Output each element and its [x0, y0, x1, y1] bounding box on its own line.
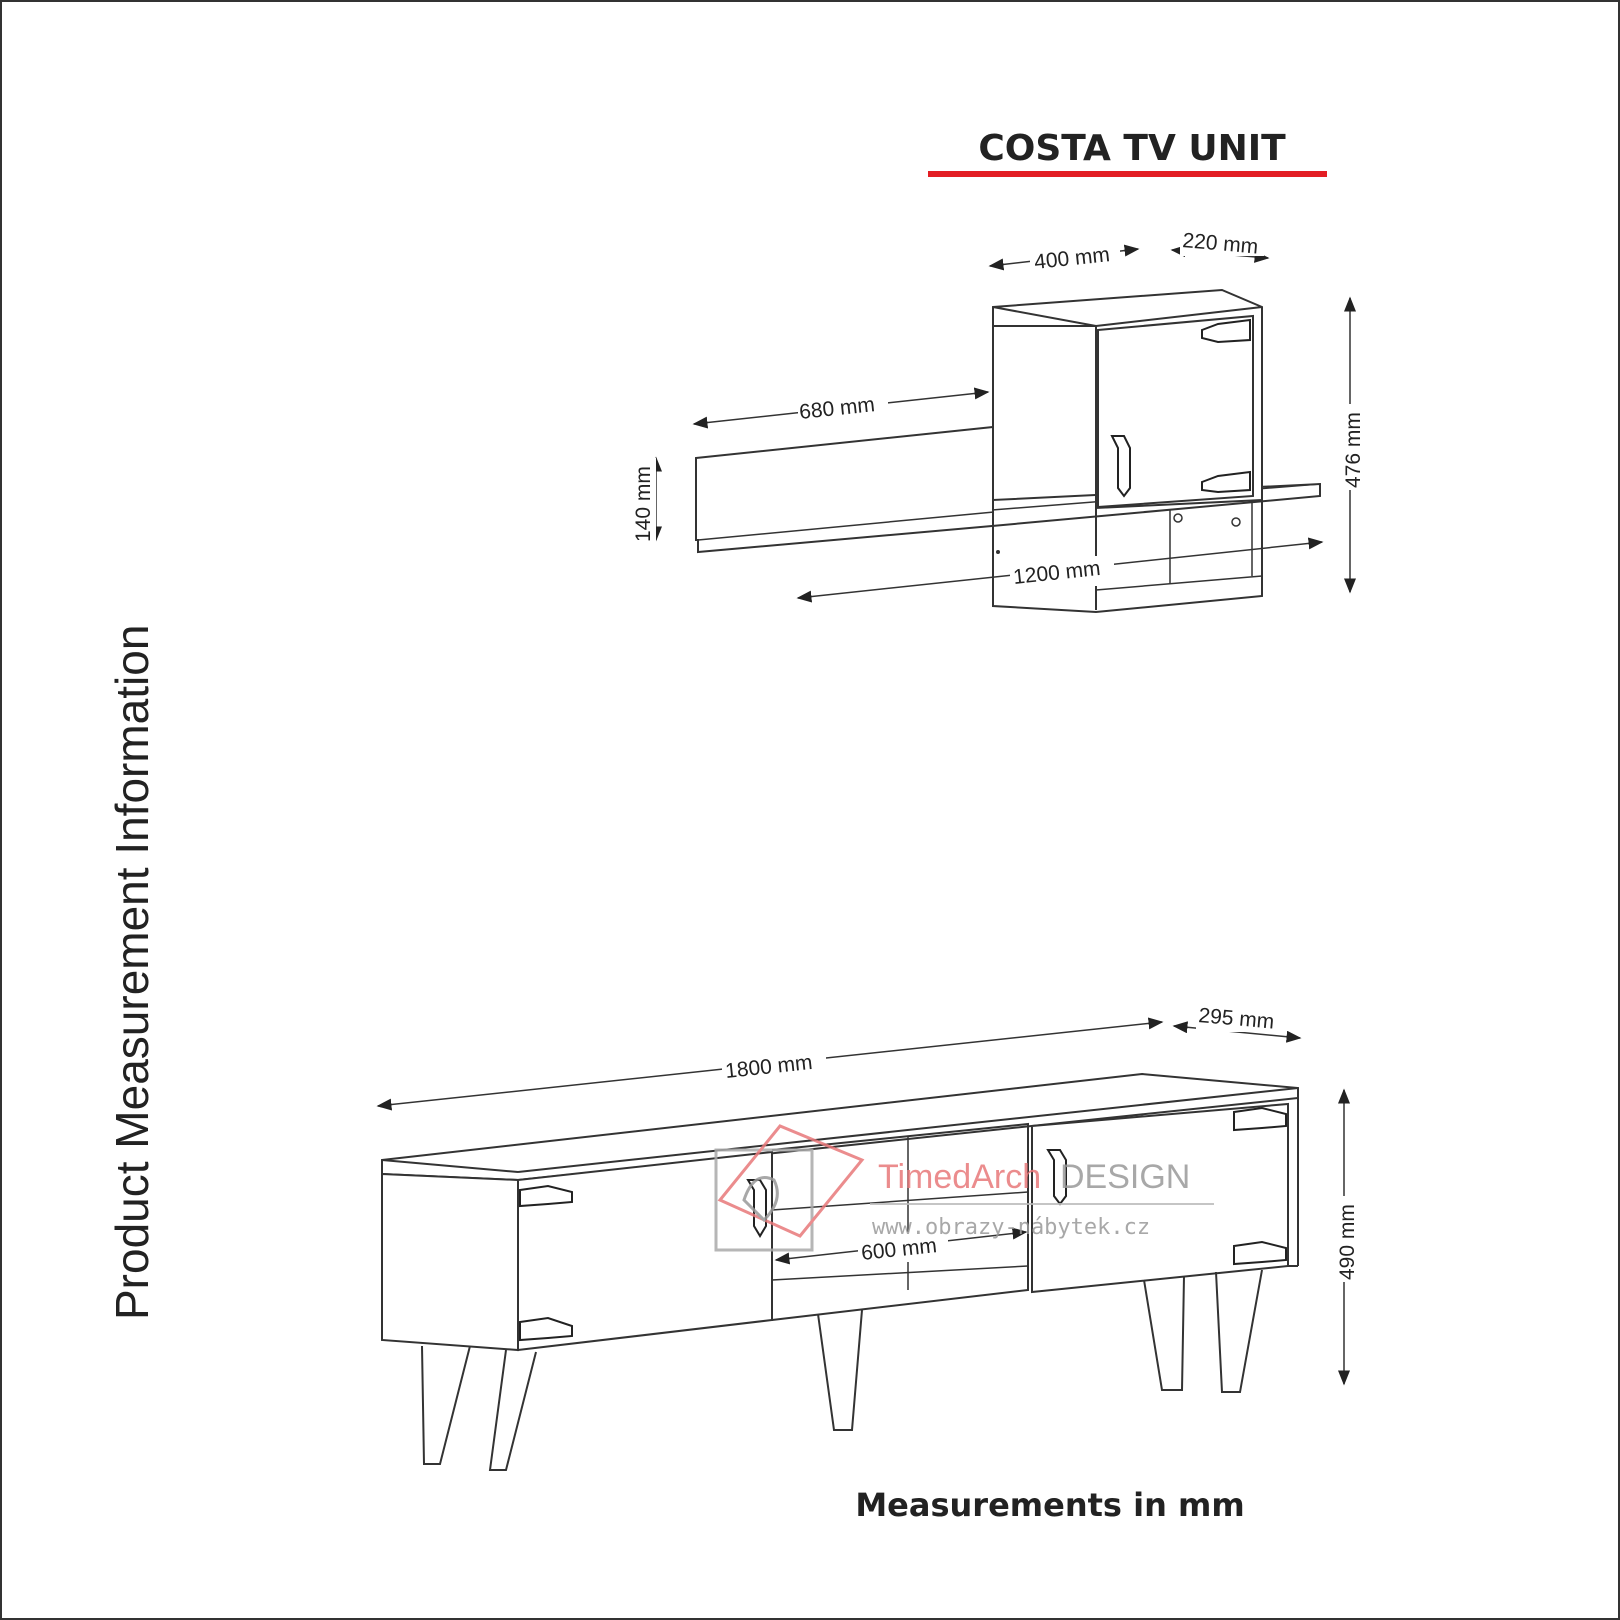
leg — [1143, 1275, 1185, 1391]
wall-cabinet-door — [1097, 314, 1254, 509]
hinge-icon — [1233, 1240, 1287, 1266]
leg — [1215, 1269, 1263, 1393]
dim-stand-height: 490 mm — [1336, 1204, 1359, 1280]
wall-unit-drawing: 400 mm 220 mm 680 mm 140 mm 1200 mm 476 … — [626, 228, 1366, 614]
hinge-icon — [519, 1184, 573, 1208]
watermark-logo-diamond — [717, 1124, 865, 1238]
hinge-icon — [1201, 470, 1251, 494]
watermark-brand-part1: TimedArch — [878, 1158, 1041, 1196]
door-handle-icon — [1110, 435, 1131, 498]
hinge-icon — [519, 1316, 573, 1342]
side-label: Product Measurement Information — [106, 625, 158, 1320]
watermark-logo-frame — [714, 1148, 814, 1252]
footer-note: Measurements in mm — [855, 1486, 1244, 1524]
hinge-icon — [1201, 318, 1251, 344]
door-handle-icon — [1046, 1149, 1067, 1206]
page-title: COSTA TV UNIT — [978, 128, 1286, 169]
tv-stand-left-side — [381, 1172, 519, 1352]
chair-icon — [742, 1176, 779, 1223]
door-handle-icon — [746, 1179, 767, 1238]
leg — [421, 1345, 471, 1465]
leg — [488, 1349, 537, 1471]
dim-shelf-height: 140 mm — [632, 466, 655, 542]
tv-stand-drawing: 1800 mm 295 mm 600 mm 490 mm — [376, 1004, 1360, 1471]
dim-wall-height: 476 mm — [1342, 412, 1365, 488]
watermark-brand-part2: DESIGN — [1060, 1158, 1190, 1196]
watermark-url: www.obrazy-nábytek.cz — [872, 1215, 1150, 1240]
watermark: TimedArch DESIGN www.obrazy-nábytek.cz — [714, 1124, 1214, 1252]
hinge-icon — [1233, 1106, 1287, 1132]
leg — [817, 1309, 863, 1431]
